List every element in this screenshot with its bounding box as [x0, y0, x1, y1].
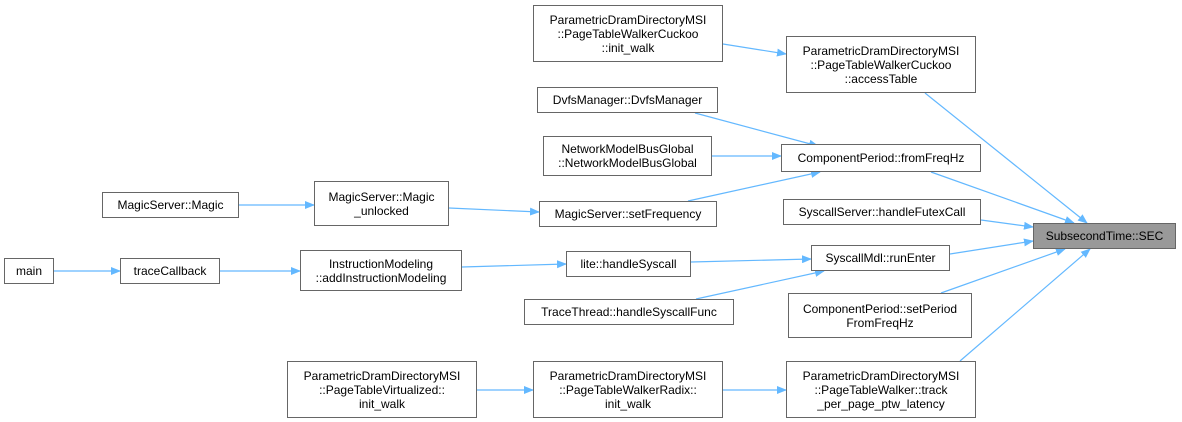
edge-lite_syscall-to-runenter	[690, 255, 812, 264]
edge-tracethread-to-runenter	[695, 269, 825, 300]
edges-layer	[54, 43, 1091, 394]
node-setfreq[interactable]: MagicServer::setFrequency	[539, 201, 717, 227]
edge-pdmsi_cuckoo_access-to-target	[924, 92, 1088, 224]
edge-pdmsi_cuckoo_init-to-pdmsi_cuckoo_access	[722, 43, 787, 57]
edge-dvfs-to-component_fromfreq	[694, 112, 819, 148]
node-lite-syscall[interactable]: lite::handleSyscall	[566, 251, 691, 277]
node-runenter[interactable]: SyscallMdl::runEnter	[811, 245, 950, 271]
edge-setfreq-to-component_fromfreq	[687, 170, 821, 202]
edge-component_fromfreq-to-target	[930, 171, 1075, 224]
edge-runenter-to-target	[949, 238, 1034, 255]
edge-magic_unlocked-to-setfreq	[448, 207, 540, 216]
edge-setperiod-to-target	[940, 248, 1066, 294]
node-setperiod[interactable]: ComponentPeriod::setPeriod FromFreqHz	[788, 293, 972, 338]
node-component-fromfreq[interactable]: ComponentPeriod::fromFreqHz	[781, 144, 981, 172]
node-netbus[interactable]: NetworkModelBusGlobal ::NetworkModelBusG…	[543, 136, 712, 176]
node-pdmsi-cuckoo-access[interactable]: ParametricDramDirectoryMSI ::PageTableWa…	[786, 36, 976, 93]
node-magic[interactable]: MagicServer::Magic	[102, 192, 239, 218]
node-ptw-track[interactable]: ParametricDramDirectoryMSI ::PageTableWa…	[786, 361, 976, 418]
node-pdmsi-cuckoo-init[interactable]: ParametricDramDirectoryMSI ::PageTableWa…	[533, 5, 723, 62]
edge-ptw_track-to-target	[959, 248, 1091, 362]
node-futex[interactable]: SyscallServer::handleFutexCall	[783, 199, 981, 225]
node-tracecb[interactable]: traceCallback	[120, 258, 220, 284]
node-radix-init[interactable]: ParametricDramDirectoryMSI ::PageTableWa…	[533, 361, 723, 418]
node-target: SubsecondTime::SEC	[1033, 223, 1176, 249]
node-addinstr[interactable]: InstructionModeling ::addInstructionMode…	[300, 250, 462, 291]
node-virt-init[interactable]: ParametricDramDirectoryMSI ::PageTableVi…	[287, 361, 477, 418]
edge-addinstr-to-lite_syscall	[461, 260, 567, 269]
node-main[interactable]: main	[4, 258, 54, 284]
node-dvfs[interactable]: DvfsManager::DvfsManager	[537, 87, 718, 113]
node-tracethread[interactable]: TraceThread::handleSyscallFunc	[524, 299, 734, 325]
edge-futex-to-target	[980, 219, 1034, 230]
node-magic-unlocked[interactable]: MagicServer::Magic _unlocked	[314, 181, 449, 226]
